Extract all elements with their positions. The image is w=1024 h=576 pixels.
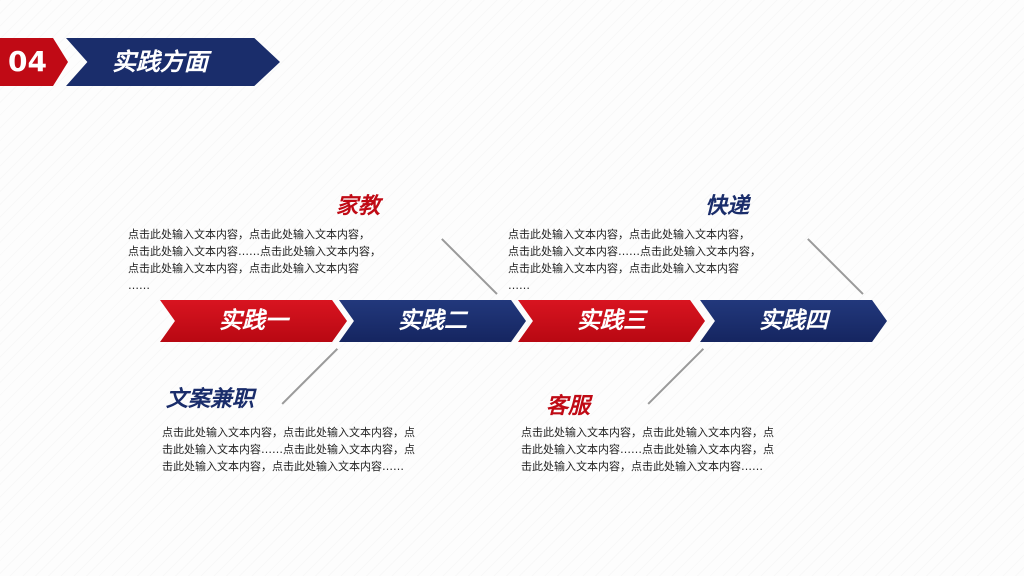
section-title-wenan: 文案兼职 bbox=[166, 387, 255, 412]
text-line: 点击此处输入文本内容，点击此处输入文本内容， bbox=[508, 228, 750, 241]
section-title-kuaidi: 快递 bbox=[705, 194, 750, 219]
section-text-jiajiao: 点击此处输入文本内容，点击此处输入文本内容， 点击此处输入文本内容……点击此处输… bbox=[128, 226, 428, 294]
text-line: 击此处输入文本内容……点击此处输入文本内容，点 bbox=[162, 443, 415, 456]
text-line: 点击此处输入文本内容……点击此处输入文本内容， bbox=[128, 245, 381, 258]
connector-line-jiajiao bbox=[441, 238, 498, 295]
section-title-banner: 实践方面 bbox=[66, 38, 280, 86]
connector-line-wenan bbox=[281, 348, 338, 405]
step-1-chevron: 实践一 bbox=[160, 300, 347, 342]
text-line: 点击此处输入文本内容，点击此处输入文本内容 bbox=[508, 262, 739, 275]
text-line: 击此处输入文本内容，点击此处输入文本内容…… bbox=[162, 460, 404, 473]
connector-line-kuaidi bbox=[807, 238, 864, 295]
section-text-kefu: 点击此处输入文本内容，点击此处输入文本内容，点 击此处输入文本内容……点击此处输… bbox=[521, 424, 831, 475]
section-number-badge: 04 bbox=[0, 38, 68, 86]
section-title-jiajiao: 家教 bbox=[336, 194, 381, 219]
section-text-wenan: 点击此处输入文本内容，点击此处输入文本内容，点 击此处输入文本内容……点击此处输… bbox=[162, 424, 472, 475]
step-2-chevron: 实践二 bbox=[339, 300, 526, 342]
text-line: 点击此处输入文本内容，点击此处输入文本内容，点 bbox=[521, 426, 774, 439]
section-title-kefu: 客服 bbox=[546, 394, 591, 419]
text-line: …… bbox=[508, 279, 530, 292]
section-text-kuaidi: 点击此处输入文本内容，点击此处输入文本内容， 点击此处输入文本内容……点击此处输… bbox=[508, 226, 808, 294]
text-line: 点击此处输入文本内容，点击此处输入文本内容，点 bbox=[162, 426, 415, 439]
text-line: 点击此处输入文本内容……点击此处输入文本内容， bbox=[508, 245, 761, 258]
text-line: 点击此处输入文本内容，点击此处输入文本内容 bbox=[128, 262, 359, 275]
text-line: 击此处输入文本内容，点击此处输入文本内容…… bbox=[521, 460, 763, 473]
text-line: 击此处输入文本内容……点击此处输入文本内容，点 bbox=[521, 443, 774, 456]
text-line: 点击此处输入文本内容，点击此处输入文本内容， bbox=[128, 228, 370, 241]
step-4-chevron: 实践四 bbox=[700, 300, 887, 342]
step-3-chevron: 实践三 bbox=[518, 300, 705, 342]
connector-line-kefu bbox=[647, 348, 704, 405]
text-line: …… bbox=[128, 279, 150, 292]
